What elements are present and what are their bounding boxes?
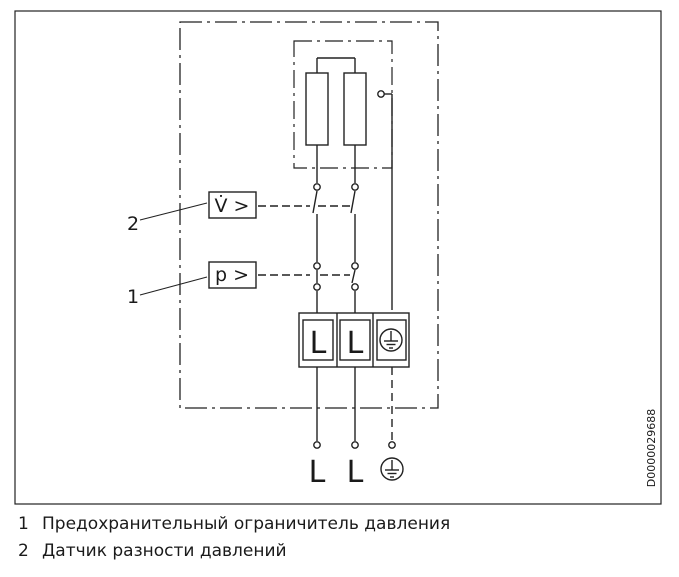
terminal-l2-label: L <box>347 326 364 361</box>
callout-lines <box>139 202 208 296</box>
supply-leads <box>313 367 396 449</box>
flow-sensor-label: V̇ > <box>215 195 250 217</box>
callout-2: 2 <box>127 213 139 235</box>
legend-item-text: Предохранительный ограничитель давления <box>42 514 451 534</box>
callout-1: 1 <box>127 286 139 308</box>
supply-earth-icon <box>380 457 404 481</box>
pressure-sensor-label: p > <box>215 264 249 286</box>
terminal-l1-label: L <box>310 326 327 361</box>
heating-element-2 <box>343 72 367 146</box>
pressure-sensor-box <box>208 261 257 289</box>
legend-item-number: 1 <box>18 514 29 534</box>
heating-element-1 <box>305 72 329 146</box>
supply-l2-label: L <box>347 455 364 490</box>
pressure-limiter <box>258 262 359 313</box>
doc-code: D0000029688 <box>645 409 658 487</box>
diagram-frame <box>14 10 662 505</box>
flow-sensor-box <box>208 191 257 219</box>
legend-item-number: 2 <box>18 541 29 561</box>
flow-switch <box>258 183 359 262</box>
heating-elements <box>305 57 393 310</box>
supply-l1-label: L <box>309 455 326 490</box>
terminal-earth-icon <box>379 328 403 352</box>
heater-housing <box>293 40 393 169</box>
legend-item-text: Датчик разности давлений <box>42 541 287 561</box>
legend-item-2: 2 Датчик разности давлений <box>18 541 287 561</box>
legend-item-1: 1 Предохранительный ограничитель давления <box>18 514 450 534</box>
device-boundary <box>179 21 439 409</box>
